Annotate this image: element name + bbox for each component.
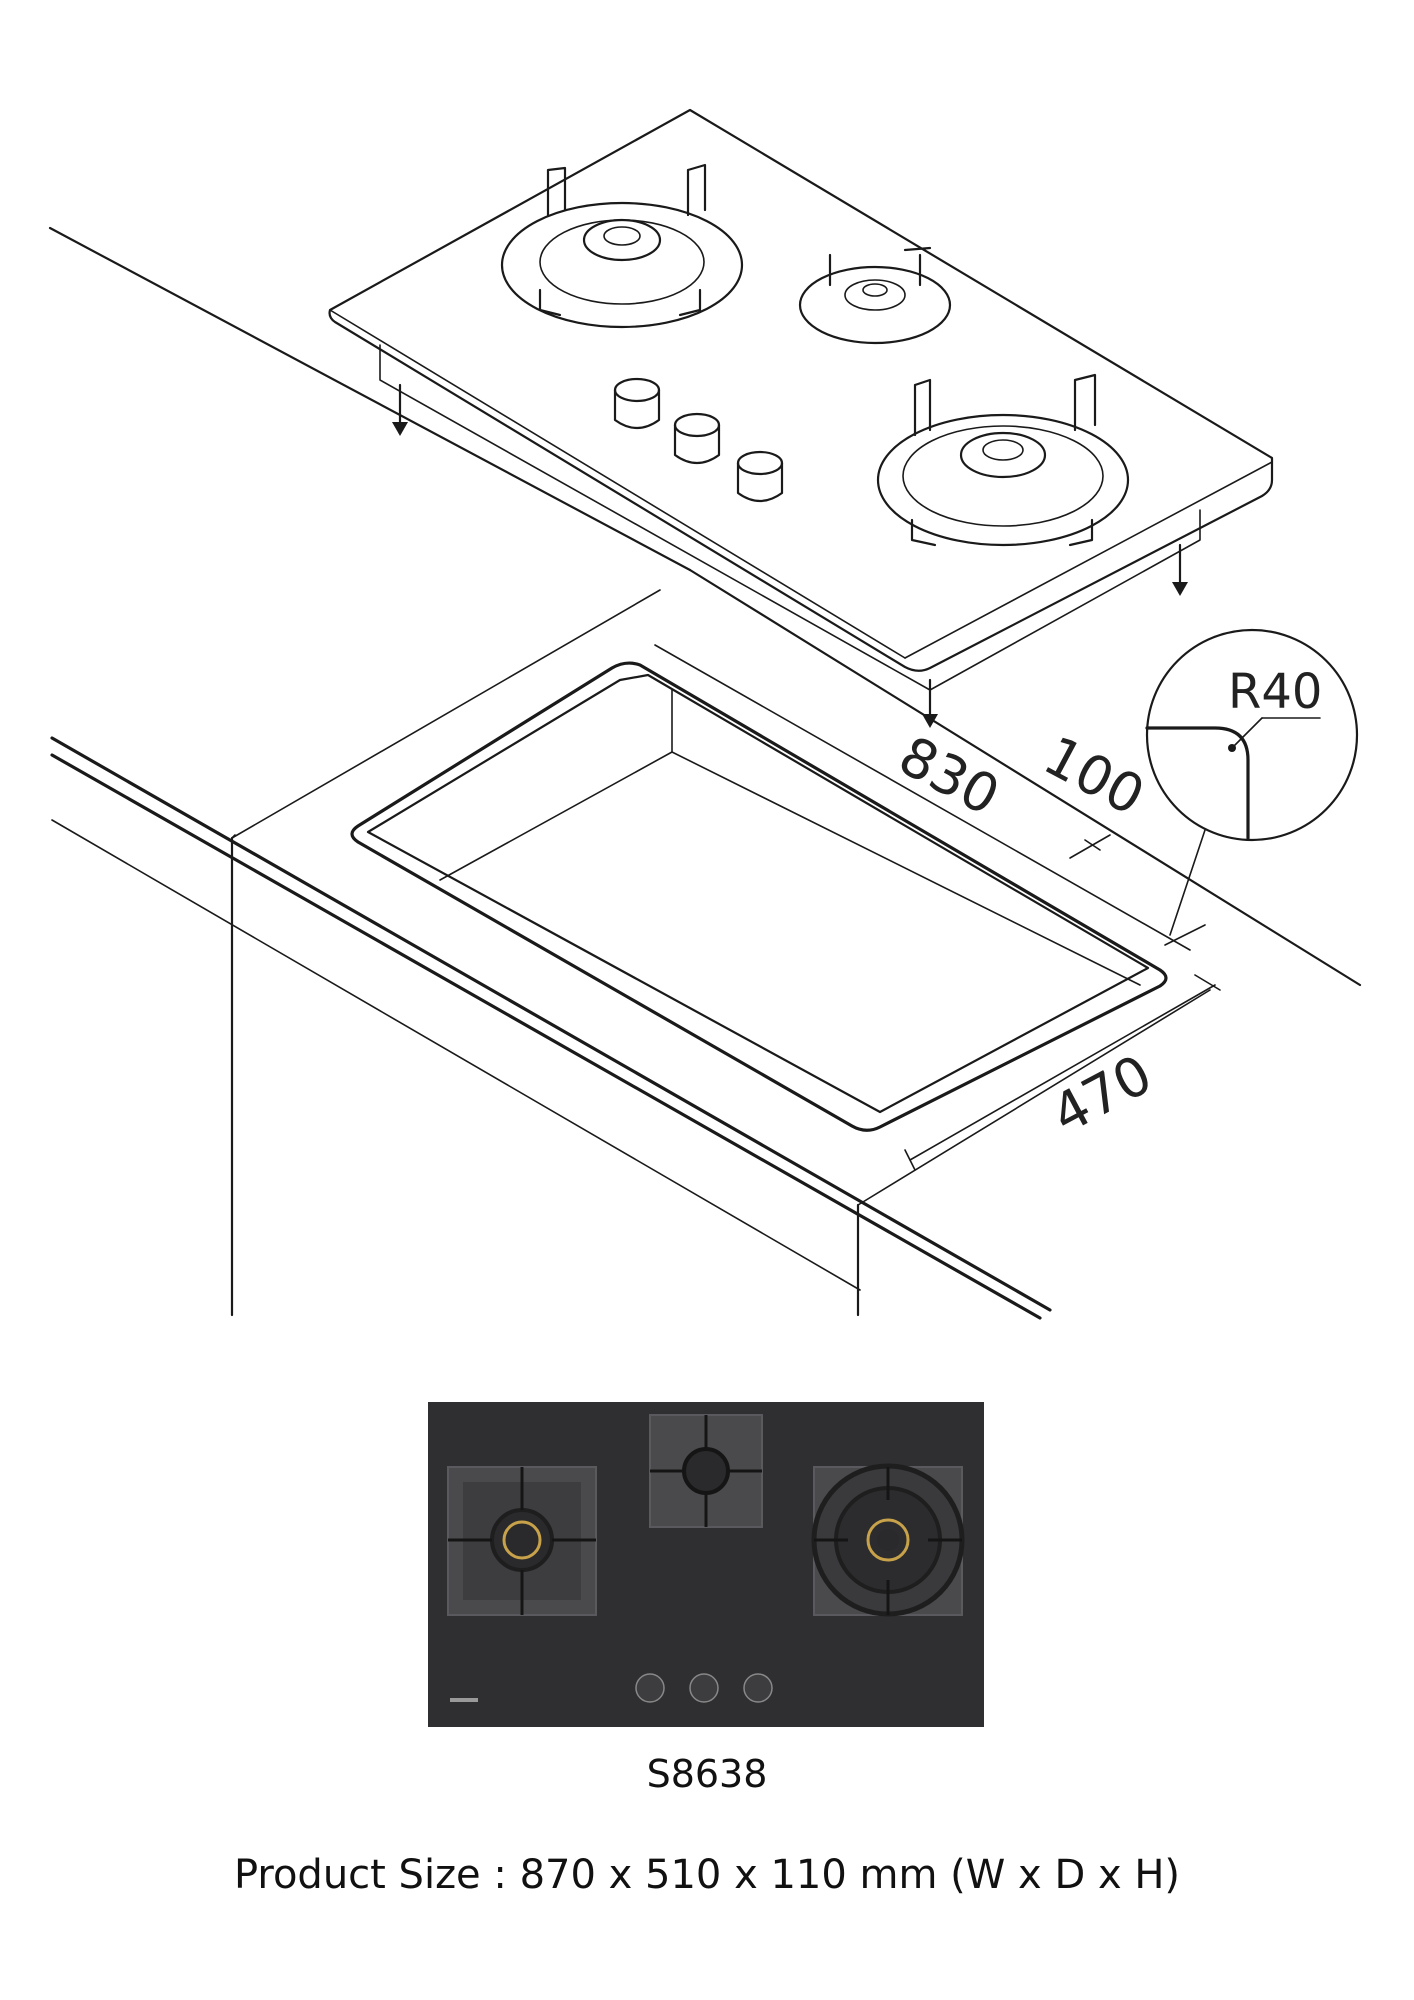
hob-drawing [328,108,1274,728]
install-arrows [392,383,1188,728]
knob-1 [613,377,661,430]
countertop-cutout [350,661,1168,1132]
product-photo [428,1402,984,1727]
countertop-front [50,589,1211,1320]
knob-2 [673,412,721,465]
middle-burner [798,246,952,345]
brand-logo [450,1698,478,1702]
photo-middle-burner [649,1414,763,1528]
photo-knobs [635,1673,773,1703]
dimension-lines [654,644,1221,1171]
corner-detail-circle: R40 [1145,628,1359,842]
left-burner [500,163,744,329]
photo-left-burner [447,1466,597,1616]
right-burner [876,373,1130,547]
installation-diagram: 830 100 470 R40 [48,108,1362,1320]
model-name: S8638 [646,1752,768,1796]
dim-100-label: 100 [1034,724,1155,828]
photo-right-burner [811,1463,965,1617]
dim-r40-label: R40 [1228,664,1322,720]
dim-470-label: 470 [1042,1042,1163,1146]
knob-3 [736,450,784,503]
countertop-back-edge [48,226,1362,987]
product-size: Product Size : 870 x 510 x 110 mm (W x D… [233,1852,1181,1898]
control-knobs [613,377,784,503]
